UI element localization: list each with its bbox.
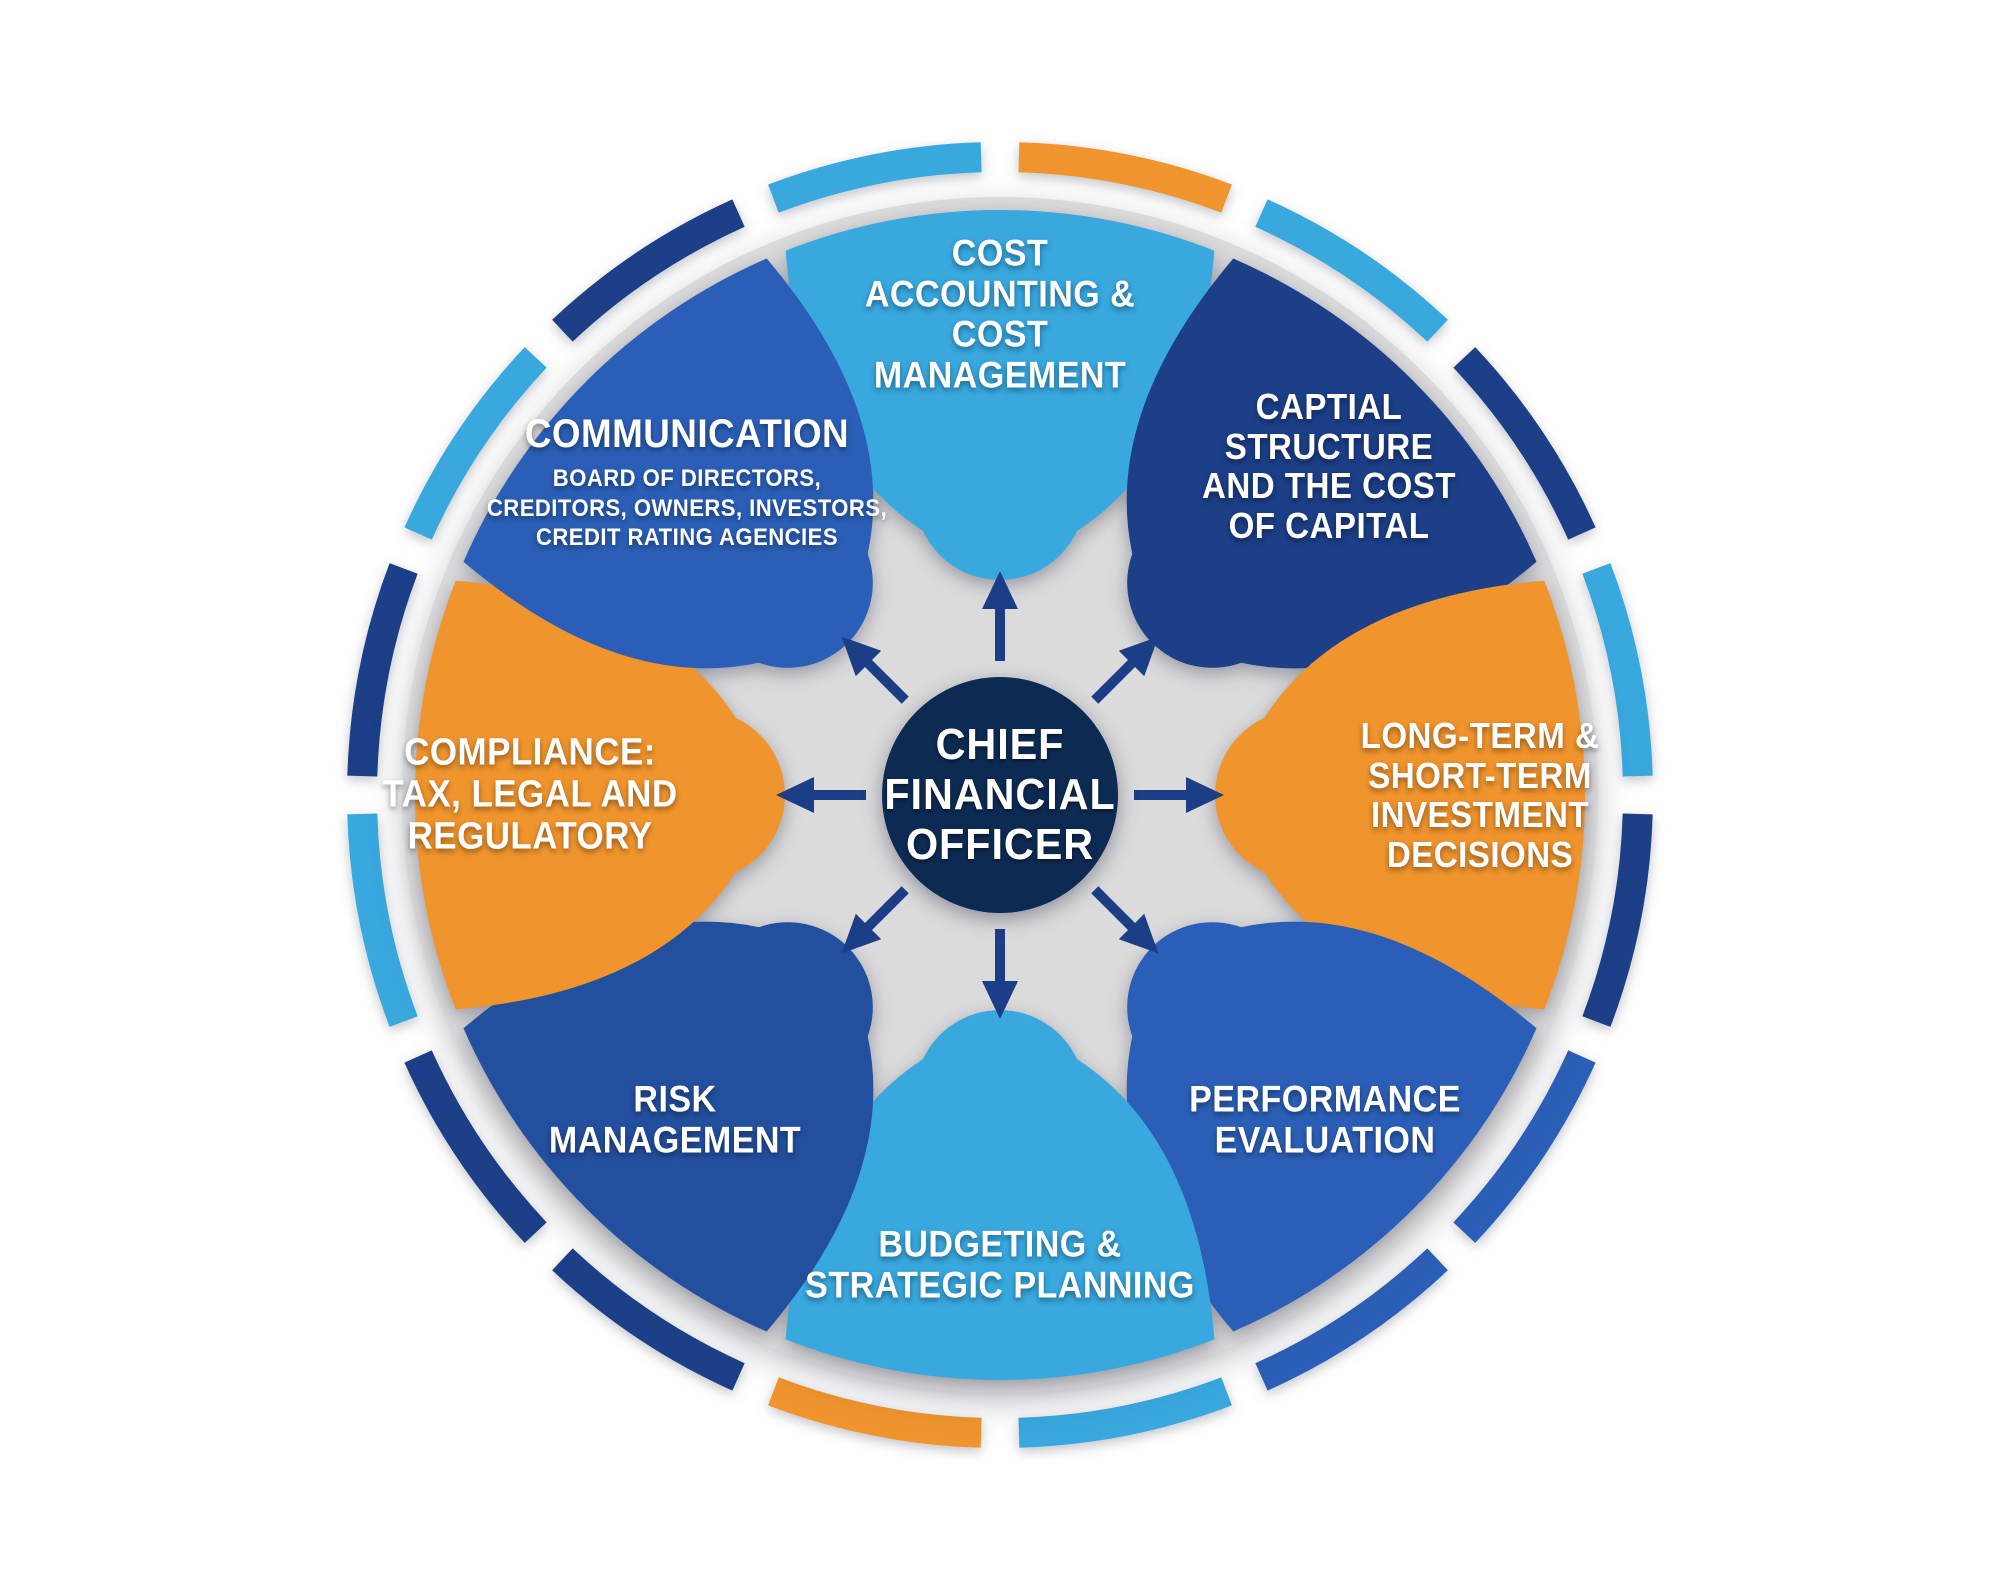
petal-budgeting-strategic-planning	[785, 1010, 1215, 1381]
petal-risk-management	[463, 921, 874, 1332]
ring-segment-6	[1255, 1248, 1448, 1391]
petal-performance-evaluation	[1126, 921, 1537, 1332]
arrow-icon-up-right	[1091, 636, 1159, 704]
petal-cost-accounting	[785, 209, 1215, 580]
petal-communication	[463, 258, 874, 669]
ring-segment-12	[347, 563, 418, 777]
ring-segment-15	[768, 142, 982, 213]
ring-segment-4	[1582, 813, 1653, 1027]
outer-ring	[347, 142, 1653, 1448]
ring-segment-3	[1582, 563, 1653, 777]
ring-segment-8	[768, 1377, 982, 1448]
ring-segment-9	[552, 1248, 745, 1391]
petal-compliance	[414, 580, 785, 1010]
center-arrows	[776, 571, 1224, 1019]
petal-capital-structure	[1126, 258, 1537, 669]
ring-segment-14	[552, 199, 745, 342]
ring-segment-13	[404, 347, 547, 540]
arrow-icon-down-left	[841, 886, 909, 954]
ring-segment-11	[347, 813, 418, 1027]
arrow-icon-up-left	[841, 636, 909, 704]
ring-segment-2	[1453, 347, 1596, 540]
ring-segment-5	[1453, 1050, 1596, 1243]
ring-segment-7	[1018, 1377, 1232, 1448]
ring-segment-0	[1018, 142, 1232, 213]
arrow-icon-down	[982, 929, 1018, 1019]
center-hub-circle	[882, 677, 1118, 913]
arrow-icon-left	[776, 777, 866, 813]
petal-investment-decisions	[1215, 580, 1586, 1010]
ring-segment-10	[404, 1050, 547, 1243]
arrow-icon-down-right	[1091, 886, 1159, 954]
arrow-icon-right	[1134, 777, 1224, 813]
ring-segment-1	[1255, 199, 1448, 342]
arrow-icon-up	[982, 571, 1018, 661]
